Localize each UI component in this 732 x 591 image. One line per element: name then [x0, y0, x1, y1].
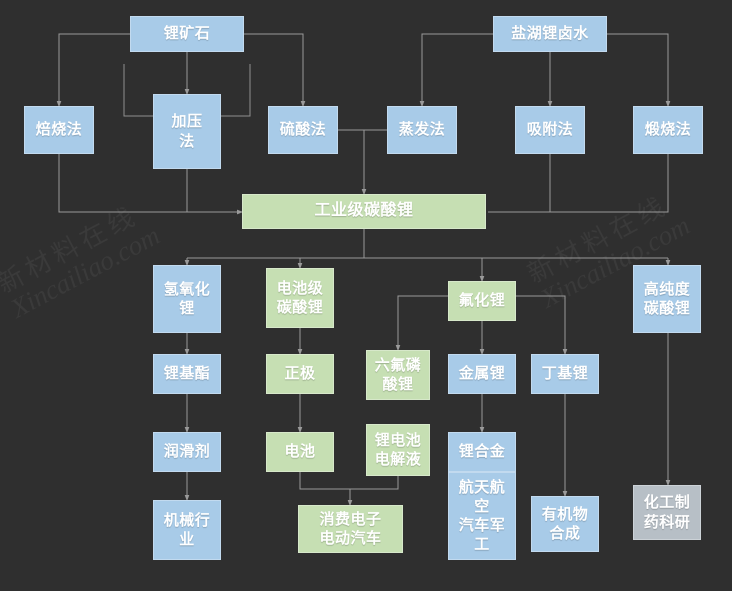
- edge-lithium-ore-to-sulfuric: [244, 33, 306, 108]
- node-salt-lake-brine[interactable]: 盐湖锂卤水: [493, 16, 607, 52]
- edge-adsorption-to-industrial: [488, 154, 551, 213]
- node-industrial-lithium-carbonate[interactable]: 工业级碳酸锂: [242, 194, 486, 229]
- watermark-cn-text: 新材料在线: [0, 200, 144, 299]
- node-calcination-method[interactable]: 煅烧法: [633, 106, 703, 154]
- node-lithium-fluoride[interactable]: 氟化锂: [448, 281, 516, 321]
- node-high-purity-lithium-carbonate[interactable]: 高纯度 碳酸锂: [633, 265, 701, 333]
- node-machinery-industry[interactable]: 机械行 业: [153, 500, 221, 560]
- node-butyllithium[interactable]: 丁基锂: [531, 354, 599, 394]
- edge-sulfuric-to-industrial: [338, 129, 367, 196]
- node-sulfuric-acid-method[interactable]: 硫酸法: [268, 106, 338, 154]
- edge-lithium-fluoride-to-butyllithium: [516, 295, 568, 356]
- node-organic-synthesis[interactable]: 有机物 合成: [531, 496, 599, 552]
- node-roasting-method[interactable]: 焙烧法: [24, 106, 94, 154]
- node-lithium-hydroxide[interactable]: 氢氧化 锂: [153, 265, 221, 333]
- node-lithium-battery-electrolyte[interactable]: 锂电池 电解液: [366, 424, 430, 476]
- edge-brine-to-evaporation: [419, 33, 493, 108]
- node-evaporation-method[interactable]: 蒸发法: [387, 106, 457, 154]
- edge-calcination-to-industrial: [488, 154, 669, 213]
- edge-lithium-fluoride-to-lipf6: [395, 295, 448, 352]
- node-aerospace-automotive-military[interactable]: 航天航 空 汽车军 工: [448, 472, 516, 560]
- node-consumer-electronics-ev[interactable]: 消费电子 电动汽车: [298, 505, 403, 553]
- watermark-en-text: Xincailiao.com: [5, 220, 165, 324]
- node-lubricant[interactable]: 润滑剂: [153, 432, 221, 472]
- node-lithium-ore[interactable]: 锂矿石: [130, 16, 244, 52]
- node-lithium-ester[interactable]: 锂基酯: [153, 354, 221, 394]
- edge-electrolyte-to-consumer: [350, 476, 399, 490]
- watermark-left: 新材料在线 Xincailiao.com: [0, 191, 165, 325]
- node-battery[interactable]: 电池: [266, 432, 334, 472]
- node-battery-grade-lithium-carbonate[interactable]: 电池级 碳酸锂: [266, 268, 334, 328]
- node-chemical-pharma-research[interactable]: 化工制 药科研: [633, 485, 701, 540]
- node-lithium-alloy[interactable]: 锂合金: [448, 432, 516, 472]
- node-pressure-method[interactable]: 加压 法: [153, 94, 221, 169]
- node-lithium-hexafluorophosphate[interactable]: 六氟磷 酸锂: [366, 350, 430, 400]
- node-adsorption-method[interactable]: 吸附法: [515, 106, 585, 154]
- edge-battery-to-consumer: [299, 472, 353, 507]
- node-cathode[interactable]: 正极: [266, 354, 334, 394]
- node-lithium-metal[interactable]: 金属锂: [448, 354, 516, 394]
- edge-lithium-ore-to-roasting: [56, 33, 130, 108]
- edge-brine-to-calcination: [607, 33, 671, 108]
